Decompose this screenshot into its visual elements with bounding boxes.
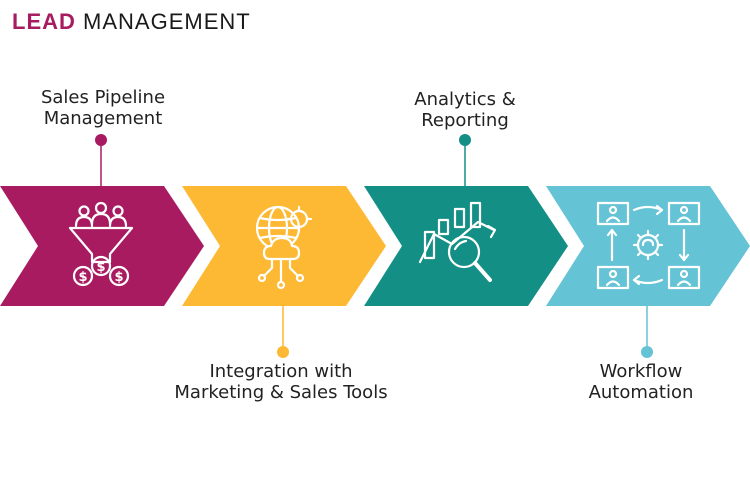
step-4-dot <box>641 346 653 358</box>
step-4-arrow <box>546 186 750 306</box>
step-4-label-line2: Automation <box>588 382 694 403</box>
step-3-label: Analytics & Reporting <box>380 89 550 131</box>
step-2-label-line1: Integration with <box>209 361 353 382</box>
step-2-dot <box>277 346 289 358</box>
title-rest: MANAGEMENT <box>83 9 251 34</box>
workflow-automation-icon <box>596 201 701 290</box>
title-accent: LEAD <box>12 9 76 34</box>
step-1-dot <box>95 134 107 146</box>
step-4-label-line1: Workflow <box>599 361 683 382</box>
step-2-label-line2: Marketing & Sales Tools <box>174 382 388 403</box>
step-3-dot <box>459 134 471 146</box>
step-1-label-line2: Management <box>43 108 163 129</box>
step-2-label: Integration with Marketing & Sales Tools <box>146 361 416 403</box>
step-3-label-line2: Reporting <box>421 110 509 131</box>
step-1-label: Sales Pipeline Management <box>15 87 191 129</box>
cloud-integration-icon <box>255 205 313 290</box>
step-2 <box>182 186 386 358</box>
step-1-arrow <box>0 186 204 306</box>
svg-text:$: $ <box>114 270 123 285</box>
analytics-chart-icon <box>418 201 497 282</box>
step-3-label-line1: Analytics & <box>414 89 516 110</box>
step-1: $ $ $ <box>0 134 204 306</box>
step-4 <box>546 186 750 358</box>
sales-funnel-icon: $ $ $ <box>68 201 134 287</box>
svg-text:$: $ <box>78 270 87 285</box>
step-3 <box>364 134 568 306</box>
svg-text:$: $ <box>96 260 105 275</box>
step-1-label-line1: Sales Pipeline <box>40 87 166 108</box>
page-title: LEAD MANAGEMENT <box>12 9 251 35</box>
step-3-arrow <box>364 186 568 306</box>
step-4-label: Workflow Automation <box>556 361 726 403</box>
